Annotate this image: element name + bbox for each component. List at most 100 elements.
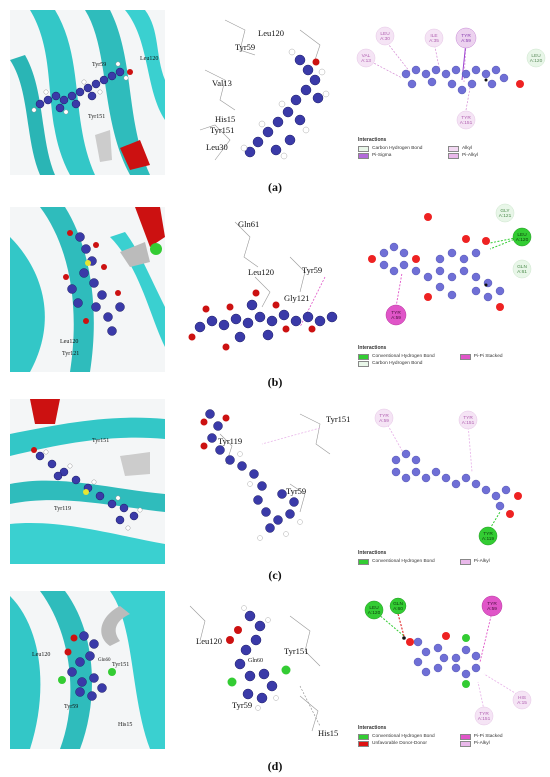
left-label-d-5: Gln60 xyxy=(98,658,111,663)
svg-text:A:120: A:120 xyxy=(516,237,529,243)
svg-text:LEU: LEU xyxy=(380,31,390,37)
residue-disc: GLY A:121 xyxy=(495,203,515,223)
legend-item: Pi-Alkyl xyxy=(459,740,538,747)
mid-label-d-5: His15 xyxy=(318,728,338,738)
svg-text:A:35: A:35 xyxy=(429,38,439,44)
residue-disc: LEU A:120 xyxy=(364,600,384,620)
svg-text:A:121: A:121 xyxy=(499,213,512,219)
mid-label-c-3: Tyr59 xyxy=(286,486,306,496)
residue-disc: TYR A:59 xyxy=(385,304,407,326)
svg-text:TYR: TYR xyxy=(479,711,489,717)
legend-item: Conventional Hydrogen Bond xyxy=(358,353,460,360)
caption-b: (b) xyxy=(267,375,283,389)
residue-disc: TYR A:119 xyxy=(478,526,498,546)
legend-item: Carbon Hydrogen Bond xyxy=(358,360,460,367)
residue-disc: GLN A:60 xyxy=(389,597,407,615)
legend-item: Pi-Pi Stacked xyxy=(459,353,538,360)
svg-text:TYR: TYR xyxy=(461,115,471,121)
protein-view-c: Tyr151 Tyr119 xyxy=(10,399,165,564)
svg-text:A:151: A:151 xyxy=(460,120,473,126)
svg-text:ILE: ILE xyxy=(430,33,437,39)
caption-d: (d) xyxy=(267,759,283,773)
ligand-view-b: Gln61 Leu120 Tyr59 Gly121 xyxy=(188,219,338,351)
protein-view-b: Leu120 Tyr121 xyxy=(10,207,165,372)
svg-text:A:30: A:30 xyxy=(380,36,390,42)
panel-d: Leu120 Tyr151 Tyr59 His15 Gln60 xyxy=(0,586,550,777)
left-label-a-1: Tyr59 xyxy=(92,62,106,68)
interaction-diagram-b: GLY A:121 LEU A:120 GLN A:61 TYR A:59 xyxy=(368,203,532,326)
residue-disc: ILE A:35 xyxy=(424,28,444,48)
mid-label-d-2: Gln60 xyxy=(248,658,263,664)
svg-text:LEU: LEU xyxy=(517,232,527,238)
mid-label-c-2: Tyr151 xyxy=(326,414,350,424)
svg-text:A:120: A:120 xyxy=(530,58,543,64)
svg-text:A:151: A:151 xyxy=(478,716,491,722)
protein-view-a: Tyr59 Leu120 Tyr151 xyxy=(10,10,165,175)
mid-label-a-5: Tyr151 xyxy=(210,125,234,135)
legend-item: Conventional Hydrogen Bond xyxy=(358,733,460,740)
svg-text:A:61: A:61 xyxy=(517,269,527,275)
panel-c: Tyr151 Tyr119 Ty xyxy=(0,394,550,586)
ligand-view-c: Tyr119 Tyr151 Tyr59 xyxy=(200,409,350,541)
legend-b: Interactions Conventional Hydrogen Bond … xyxy=(358,345,538,367)
legend-item: Conventional Hydrogen Bond xyxy=(358,558,460,565)
mid-label-a-4: His15 xyxy=(215,114,235,124)
legend-item: Alkyl xyxy=(448,145,538,152)
svg-text:TYR: TYR xyxy=(461,33,471,39)
mid-label-d-4: Tyr59 xyxy=(232,700,252,710)
panel-a-figure: Tyr59 Leu120 Tyr151 xyxy=(10,10,546,175)
svg-text:A:59: A:59 xyxy=(391,315,401,321)
protein-view-d: Leu120 Tyr151 Tyr59 His15 Gln60 xyxy=(10,591,165,749)
left-label-b-1: Leu120 xyxy=(60,339,78,345)
residue-disc: TYR A:59 xyxy=(481,595,503,617)
legend-title: Interactions xyxy=(358,725,387,731)
svg-text:TYR: TYR xyxy=(463,415,473,421)
residue-disc: TYR A:59 xyxy=(374,408,394,428)
left-label-d-3: Tyr59 xyxy=(64,704,78,710)
left-label-d-1: Leu120 xyxy=(32,652,50,658)
legend-item: Pi-Pi Stacked xyxy=(459,733,538,740)
panel-b: Leu120 Tyr121 Gln61 Leu1 xyxy=(0,197,550,394)
mid-label-a-2: Tyr59 xyxy=(235,42,255,52)
left-label-a-2: Leu120 xyxy=(140,56,158,62)
left-label-c-1: Tyr151 xyxy=(92,438,109,444)
mid-label-d-1: Leu120 xyxy=(196,636,222,646)
mid-label-a-1: Leu120 xyxy=(258,28,284,38)
svg-text:TYR: TYR xyxy=(487,601,497,607)
ligand-view-d: Leu120 Gln60 Tyr151 Tyr59 His15 xyxy=(189,605,338,738)
svg-text:GLY: GLY xyxy=(500,208,510,214)
ligand-view-a: Leu120 Tyr59 Val13 His15 Tyr151 Leu30 xyxy=(199,19,330,161)
caption-c: (c) xyxy=(268,568,282,582)
mid-label-b-2: Leu120 xyxy=(248,267,274,277)
svg-text:A:13: A:13 xyxy=(361,58,371,64)
mid-label-d-3: Tyr151 xyxy=(284,646,308,656)
residue-disc: GLN A:61 xyxy=(512,259,532,279)
residue-disc: TYR A:151 xyxy=(458,410,478,430)
legend-item: Carbon Hydrogen Bond xyxy=(358,145,448,152)
mid-label-b-3: Tyr59 xyxy=(302,265,322,275)
residue-disc: LEU A:120 xyxy=(526,48,546,68)
caption-a: (a) xyxy=(268,180,282,194)
mid-label-a-3: Val13 xyxy=(212,78,232,88)
interaction-diagram-c: TYR A:59 TYR A:151 TYR A:119 xyxy=(374,408,522,546)
svg-text:A:59: A:59 xyxy=(461,38,471,44)
residue-disc: LEU A:120 xyxy=(512,227,532,247)
legend-item: Unfavorable Donor-Donor xyxy=(358,740,460,747)
panel-d-figure: Leu120 Tyr151 Tyr59 His15 Gln60 xyxy=(10,591,532,749)
svg-text:A:60: A:60 xyxy=(393,606,403,612)
mid-label-a-6: Leu30 xyxy=(206,142,228,152)
left-label-d-4: His15 xyxy=(118,722,132,728)
residue-disc: HIS A:15 xyxy=(512,690,532,710)
svg-text:A:59: A:59 xyxy=(487,606,497,612)
legend-d: Interactions Conventional Hydrogen Bond … xyxy=(358,725,538,747)
svg-text:A:151: A:151 xyxy=(462,420,475,426)
svg-text:TYR: TYR xyxy=(483,531,493,537)
residue-disc: TYR A:151 xyxy=(456,110,476,130)
legend-item: Pi-Sigma xyxy=(358,152,448,159)
legend-a: Interactions Carbon Hydrogen Bond Alkyl … xyxy=(358,137,538,159)
residue-disc: VAL A:13 xyxy=(356,48,376,68)
left-label-a-3: Tyr151 xyxy=(88,114,105,120)
legend-title: Interactions xyxy=(358,550,387,556)
legend-item: Pi-Alkyl xyxy=(448,152,538,159)
svg-text:LEU: LEU xyxy=(531,53,541,59)
